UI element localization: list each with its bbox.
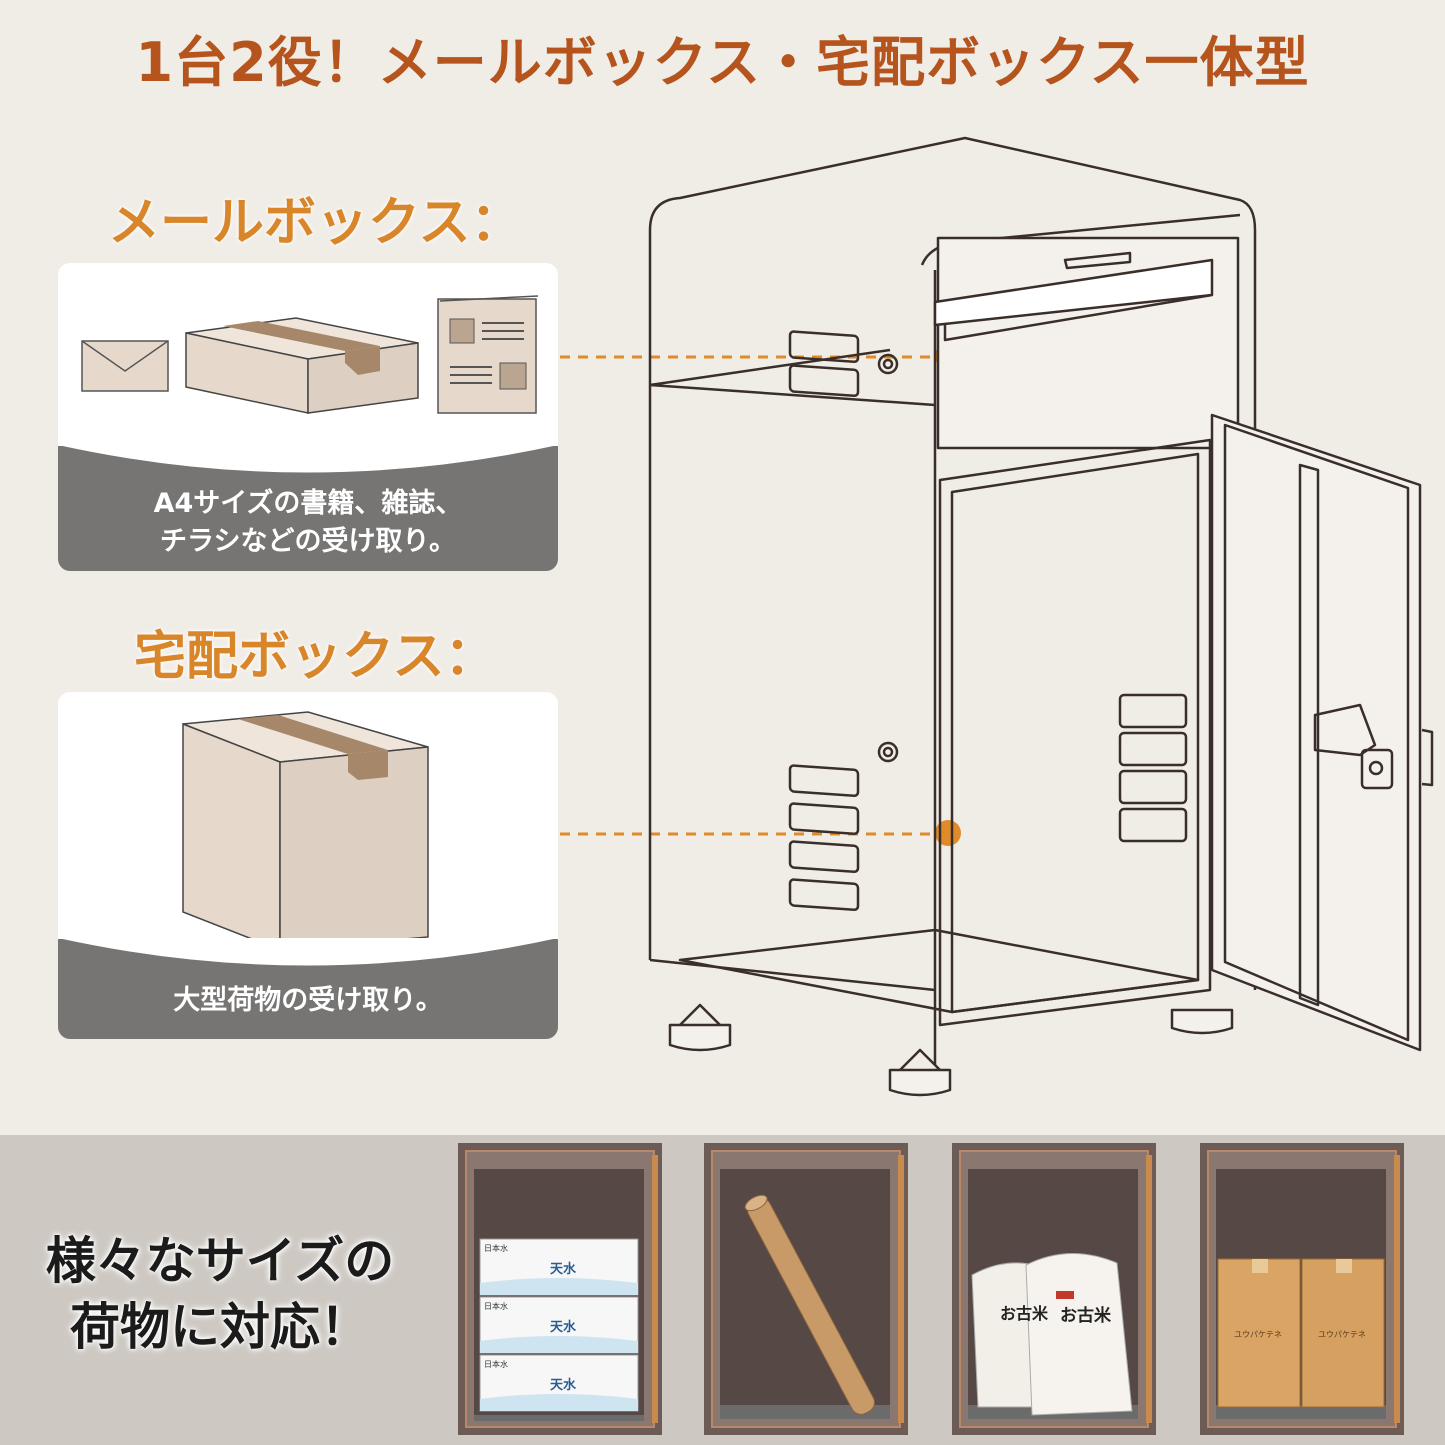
mailbox-diagram bbox=[648, 136, 1434, 1097]
connector-lines bbox=[560, 343, 961, 846]
water-label-2: 日本水 bbox=[484, 1301, 508, 1311]
example-rice-bags: お古米 お古米 bbox=[952, 1143, 1156, 1435]
water-brand-1: 天水 bbox=[550, 1261, 577, 1277]
parcelbox-point-dot bbox=[935, 820, 961, 846]
flat-box-icon bbox=[185, 317, 419, 414]
water-brand-2: 天水 bbox=[550, 1319, 577, 1335]
mailbox-card: A4サイズの書籍、雑誌、 チラシなどの受け取り。 bbox=[58, 263, 558, 571]
sizes-caption-line1: 様々なサイズの bbox=[45, 1232, 395, 1290]
parcelbox-heading: 宅配ボックス： bbox=[134, 627, 497, 687]
example-cardboard-boxes: ユウパケテネ ユウパケテネ bbox=[1200, 1143, 1404, 1435]
rice-brand-1: お古米 bbox=[1000, 1304, 1049, 1323]
page-title: 1台2役！メールボックス・宅配ボックス一体型 bbox=[135, 31, 1310, 94]
example-poster-tube bbox=[704, 1143, 908, 1435]
sizes-caption: 様々なサイズの 荷物に対応！ bbox=[20, 1228, 420, 1360]
parcelbox-description-band bbox=[58, 938, 558, 1039]
mailbox-description-band bbox=[58, 445, 558, 571]
parcelbox-card: 大型荷物の受け取り。 bbox=[58, 692, 558, 1039]
magazine-icon bbox=[437, 295, 539, 414]
sizes-caption-line2: 荷物に対応！ bbox=[70, 1298, 370, 1356]
mailbox-heading: メールボックス： bbox=[108, 193, 523, 253]
parcelbox-description: 大型荷物の受け取り。 bbox=[173, 985, 443, 1016]
envelope-icon bbox=[81, 340, 169, 392]
mailbox-description-line2: チラシなどの受け取り。 bbox=[160, 526, 456, 557]
box-brand-1: ユウパケテネ bbox=[1234, 1330, 1282, 1339]
water-label-3: 日本水 bbox=[484, 1359, 508, 1369]
mailbox-items-illustration bbox=[81, 295, 539, 414]
rice-brand-2: お古米 bbox=[1060, 1305, 1112, 1326]
box-brand-2: ユウパケテネ bbox=[1318, 1330, 1366, 1339]
mailbox-description-line1: A4サイズの書籍、雑誌、 bbox=[153, 488, 463, 519]
example-water-boxes: 日本水 日本水 日本水 天水 天水 天水 bbox=[458, 1143, 662, 1435]
parcel-box-icon bbox=[182, 711, 429, 952]
water-label-1: 日本水 bbox=[484, 1243, 508, 1253]
water-brand-3: 天水 bbox=[550, 1377, 577, 1393]
